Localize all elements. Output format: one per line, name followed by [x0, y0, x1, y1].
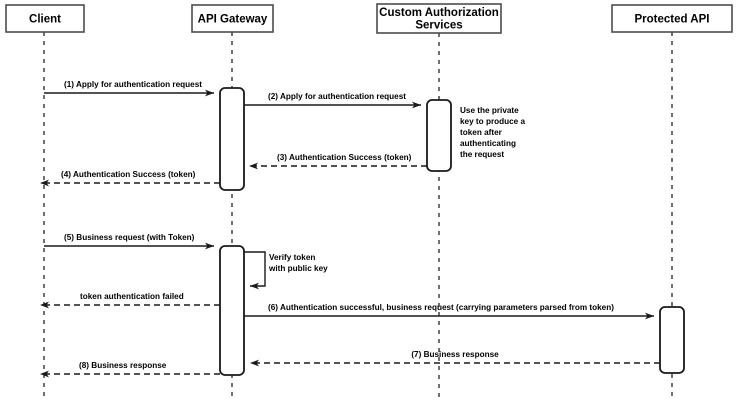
note-private-key-line-2: key to produce a [460, 117, 526, 126]
message-6[interactable]: (6) Authentication successful, business … [244, 303, 654, 320]
participant-api-gateway[interactable]: API Gateway [191, 4, 274, 33]
activation-protected-api[interactable] [659, 306, 685, 374]
note-private-key: Use the private key to produce a token a… [460, 106, 526, 159]
message-4[interactable]: (4) Authentication Success (token) [40, 170, 220, 187]
message-token-authentication-failed-label: token authentication failed [80, 292, 184, 301]
participant-headers: Client API Gateway Custom Authorization … [5, 3, 733, 34]
participant-label-custom-authorization-services-line2: Services [415, 20, 462, 32]
message-5[interactable]: (5) Business request (with Token) [44, 233, 214, 250]
participant-label-client: Client [29, 14, 61, 26]
participant-box-custom-authorization-services[interactable] [376, 3, 502, 34]
message-1[interactable]: (1) Apply for authentication request [44, 80, 214, 97]
activation-bars [219, 87, 685, 376]
note-private-key-line-5: the request [460, 150, 504, 159]
activation-api-gateway-auth[interactable] [219, 87, 245, 191]
message-5-label: (5) Business request (with Token) [64, 233, 195, 242]
message-4-label: (4) Authentication Success (token) [61, 170, 196, 179]
message-self-verify-token[interactable]: Verify token with public key [244, 251, 328, 290]
message-6-label: (6) Authentication successful, business … [268, 303, 614, 312]
message-8-label: (8) Business response [79, 361, 167, 370]
message-3[interactable]: (3) Authentication Success (token) [249, 153, 427, 170]
message-2[interactable]: (2) Apply for authentication request [244, 92, 421, 109]
participant-custom-authorization-services[interactable]: Custom Authorization Services [376, 3, 502, 34]
message-1-label: (1) Apply for authentication request [64, 80, 202, 89]
participant-label-protected-api: Protected API [635, 14, 710, 26]
message-self-verify-token-label-line2: with public key [268, 264, 328, 273]
lifelines [43, 32, 673, 398]
activation-custom-authorization-services[interactable] [426, 99, 452, 172]
message-self-verify-token-label-line1: Verify token [269, 253, 315, 262]
participant-box-protected-api[interactable] [611, 4, 733, 33]
note-private-key-line-4: authenticating [460, 139, 516, 148]
message-token-authentication-failed[interactable]: token authentication failed [40, 292, 220, 309]
participant-protected-api[interactable]: Protected API [611, 4, 733, 33]
participant-client[interactable]: Client [5, 4, 85, 33]
message-8[interactable]: (8) Business response [40, 361, 220, 378]
note-private-key-line-1: Use the private [460, 106, 519, 115]
participant-label-api-gateway: API Gateway [198, 14, 268, 26]
message-7[interactable]: (7) Business response [250, 350, 660, 367]
message-self-verify-token-path [244, 251, 266, 290]
activation-api-gateway-business[interactable] [219, 245, 245, 376]
participant-box-api-gateway[interactable] [191, 4, 274, 33]
note-private-key-line-3: token after [460, 128, 503, 137]
participant-box-client[interactable] [5, 4, 85, 33]
participant-label-custom-authorization-services-line1: Custom Authorization [379, 7, 499, 19]
message-2-label: (2) Apply for authentication request [268, 92, 406, 101]
message-3-label: (3) Authentication Success (token) [277, 153, 412, 162]
message-7-label: (7) Business response [411, 350, 499, 359]
